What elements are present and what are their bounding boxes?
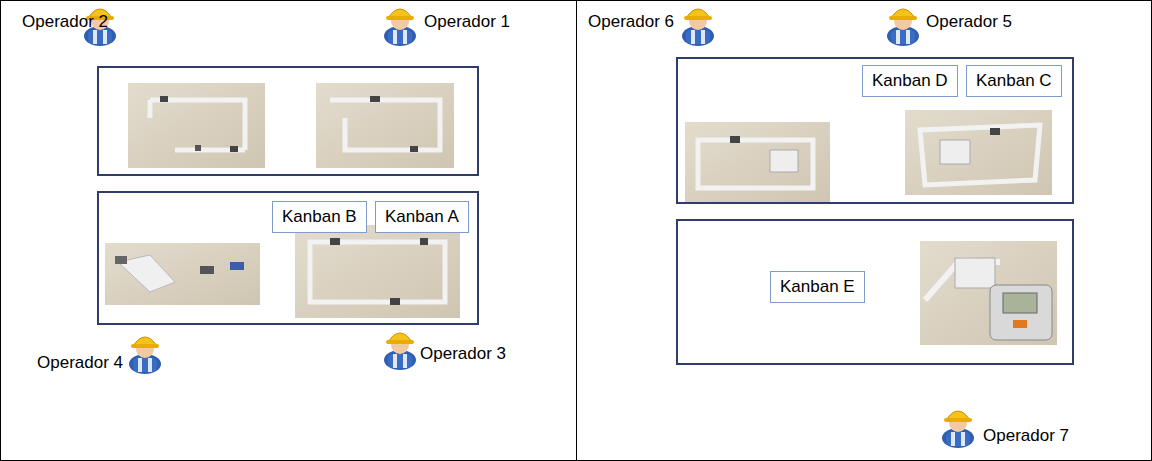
operator-label: Operador 2 [22,12,108,32]
operator-label: Operador 7 [983,426,1069,446]
kanban-card: Kanban B [272,201,367,233]
kanban-label: Kanban A [385,207,459,226]
operator-icon [129,337,161,374]
operator-icon [384,9,416,46]
photo [920,241,1057,345]
photo [295,225,460,318]
station-box: Kanban D Kanban C [676,57,1074,204]
photo [316,83,454,168]
operator-label: Operador 5 [926,12,1012,32]
photo [905,110,1052,195]
operator-icon [887,9,919,46]
kanban-label: Kanban E [780,277,855,296]
kanban-card: Kanban C [966,65,1062,97]
operator-label: Operador 4 [37,353,123,373]
photo [105,243,260,305]
kanban-label: Kanban C [976,71,1052,90]
kanban-label: Kanban D [872,71,948,90]
operator-icon [942,411,974,448]
kanban-label: Kanban B [282,207,357,226]
photo [128,83,265,168]
operator-icon [682,9,714,46]
photo [685,122,830,204]
station-box: Kanban B Kanban A [97,191,479,325]
kanban-card: Kanban E [770,271,865,303]
operator-label: Operador 3 [420,344,506,364]
operator-icon [384,333,416,370]
operator-label: Operador 1 [424,12,510,32]
kanban-card: Kanban A [375,201,469,233]
kanban-card: Kanban D [862,65,958,97]
station-box: Kanban E [676,219,1074,365]
operator-label: Operador 6 [588,12,674,32]
